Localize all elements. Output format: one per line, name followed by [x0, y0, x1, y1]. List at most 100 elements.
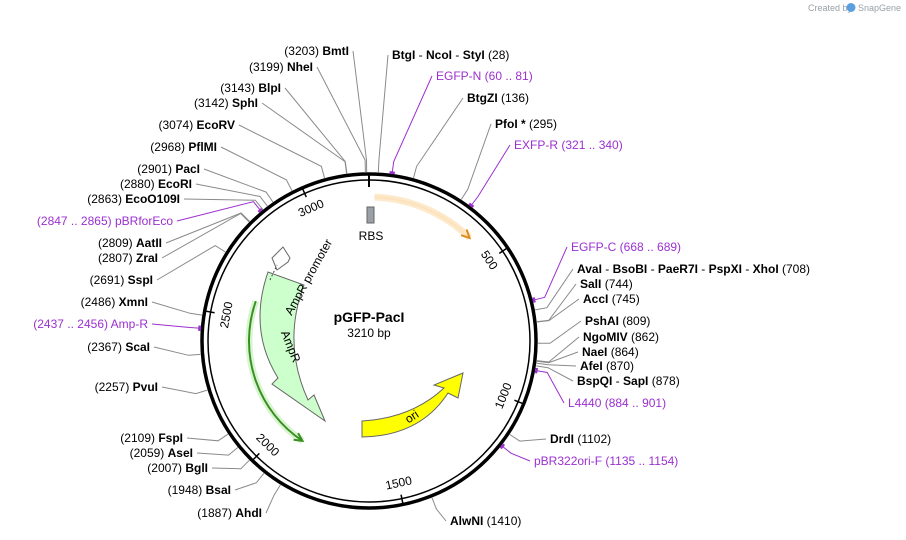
- site-label-part: -: [647, 262, 658, 276]
- site-label-part: Amp-R: [111, 317, 149, 331]
- site-xmni[interactable]: (2486) XmnI: [81, 295, 203, 316]
- site-connector: [234, 472, 265, 491]
- snapgene-logo-icon: [846, 3, 856, 12]
- site-pflmi[interactable]: (2968) PflMI: [150, 140, 293, 191]
- site-label-part: AatII: [136, 236, 162, 250]
- site-label-nhei: (3199) NheI: [249, 60, 313, 74]
- ampr-arrow[interactable]: [259, 271, 327, 423]
- site-connector: [536, 362, 577, 367]
- site-egfp-n[interactable]: EGFP-N (60 .. 81): [389, 69, 533, 175]
- site-label-part: L4440: [568, 396, 602, 410]
- site-l4440[interactable]: L4440 (884 .. 901): [534, 367, 666, 410]
- features: RBS ori AmpR AmpR promoter pGFP-PacI 321…: [245, 193, 473, 444]
- site-connector: [165, 212, 250, 244]
- site-label-part: (136): [498, 91, 529, 105]
- site-pfoi[interactable]: PfoI * (295): [460, 117, 557, 200]
- site-alwni[interactable]: AlwNI (1410): [431, 497, 521, 528]
- site-bmti[interactable]: (3203) BmtI: [284, 44, 368, 173]
- orange-feature-arc[interactable]: [374, 195, 471, 239]
- site-label-part: BglI: [185, 461, 208, 475]
- site-ecorv[interactable]: (3074) EcoRV: [159, 118, 325, 179]
- site-ahdi[interactable]: (1887) AhdI: [197, 484, 281, 520]
- site-ecori[interactable]: (2880) EcoRI: [120, 177, 268, 207]
- ori-arrow[interactable]: [361, 372, 464, 438]
- site-label-part: -: [602, 262, 613, 276]
- site-connector: [153, 346, 201, 356]
- site-label-part: PshAI: [585, 314, 619, 328]
- site-paci[interactable]: (2901) PacI: [137, 162, 274, 203]
- site-afei[interactable]: AfeI (870): [536, 359, 635, 373]
- site-label-part: PspXI: [709, 262, 742, 276]
- site-btgi[interactable]: BtgI - NcoI - StyI (28): [377, 48, 509, 173]
- site-label-part: (744): [601, 277, 632, 291]
- site-egfp-c[interactable]: EGFP-C (668 .. 689): [532, 240, 681, 303]
- site-label-asei: (2059) AseI: [130, 446, 193, 460]
- site-pshai[interactable]: PshAI (809): [537, 314, 650, 344]
- site-bgli[interactable]: (2007) BglI: [147, 459, 250, 475]
- site-sspi[interactable]: (2691) SspI: [90, 245, 226, 287]
- site-pbr322ori-f[interactable]: pBR322ori-F (1135 .. 1154): [499, 443, 679, 468]
- site-label-part: (884 .. 901): [601, 396, 666, 410]
- site-label-exfp-r: EXFP-R (321 .. 340): [514, 138, 623, 152]
- site-label-bmti: (3203) BmtI: [284, 44, 349, 58]
- site-blpi[interactable]: (3143) BlpI: [220, 81, 348, 174]
- rbs-box[interactable]: [366, 206, 375, 224]
- site-amp-r[interactable]: (2437 .. 2456) Amp-R: [33, 317, 201, 331]
- site-connector: [151, 323, 201, 329]
- tick-mark-1000: [514, 399, 524, 405]
- ampr-arc-arrowhead: [293, 432, 305, 443]
- site-label-alwni: AlwNI (1410): [450, 514, 521, 528]
- site-nhei[interactable]: (3199) NheI: [249, 60, 366, 173]
- site-fspi[interactable]: (2109) FspI: [120, 431, 229, 445]
- site-label-bgli: (2007) BglI: [147, 461, 208, 475]
- site-label-ahdi: (1887) AhdI: [197, 506, 262, 520]
- site-acci[interactable]: AccI (745): [536, 292, 640, 323]
- site-label-part: (1948): [168, 483, 206, 497]
- site-label-acci: AccI (745): [583, 292, 640, 306]
- site-label-part: AccI: [583, 292, 608, 306]
- site-label-btgi: BtgI - NcoI - StyI (28): [392, 48, 509, 62]
- site-label-paci: (2901) PacI: [137, 162, 200, 176]
- site-naei[interactable]: NaeI (864): [536, 345, 639, 364]
- site-connector: [535, 268, 574, 311]
- site-label-part: BspQI: [577, 374, 612, 388]
- site-bspqi[interactable]: BspQI - SapI (878): [536, 365, 680, 388]
- site-label-part: (2367): [87, 340, 125, 354]
- site-label-part: BsoBI: [613, 262, 648, 276]
- ampr-promoter-dotted-line: [269, 264, 278, 281]
- site-connector: [211, 459, 250, 470]
- ampr-promoter-arrow[interactable]: [271, 246, 291, 271]
- site-label-part: (1102): [574, 432, 611, 446]
- site-pvui[interactable]: (2257) PvuI: [95, 380, 208, 395]
- site-label-zrai: (2807) ZraI: [98, 251, 158, 265]
- site-ngomiv[interactable]: NgoMIV (862): [536, 330, 659, 363]
- site-label-part: SphI: [232, 96, 258, 110]
- site-zrai[interactable]: (2807) ZraI: [98, 212, 250, 266]
- site-pbrforeco[interactable]: (2847 .. 2865) pBRforEco: [37, 201, 264, 228]
- primer-binding-mark: [468, 202, 475, 208]
- plasmid-name: pGFP-PacI: [334, 309, 405, 325]
- site-label-pshai: PshAI (809): [585, 314, 650, 328]
- site-label-part: StyI: [463, 48, 485, 62]
- site-connector: [196, 447, 239, 456]
- site-aatii[interactable]: (2809) AatII: [98, 212, 250, 250]
- site-asei[interactable]: (2059) AseI: [130, 446, 239, 460]
- site-label-part: pBRforEco: [115, 214, 173, 228]
- site-label-pflmi: (2968) PflMI: [150, 140, 217, 154]
- site-btgzi[interactable]: BtgZI (136): [413, 91, 530, 179]
- primer-binding-mark: [534, 367, 539, 374]
- ampr-arc[interactable]: [248, 300, 304, 442]
- site-label-drdi: DrdI (1102): [550, 432, 611, 446]
- site-label-part: BsaI: [206, 483, 231, 497]
- site-label-sphi: (3142) SphI: [194, 96, 258, 110]
- site-scai[interactable]: (2367) ScaI: [87, 340, 201, 356]
- site-label-part: BlpI: [258, 81, 281, 95]
- site-exfp-r[interactable]: EXFP-R (321 .. 340): [468, 138, 623, 208]
- site-label-afei: AfeI (870): [580, 359, 634, 373]
- site-ecoo109i[interactable]: (2863) EcoO109I: [87, 192, 264, 210]
- site-connector: [537, 320, 582, 344]
- site-label-part: EcoRV: [197, 118, 235, 132]
- site-bsai[interactable]: (1948) BsaI: [168, 472, 265, 497]
- site-avai[interactable]: AvaI - BsoBI - PaeR7I - PspXI - XhoI (70…: [535, 262, 810, 311]
- site-drdi[interactable]: DrdI (1102): [509, 432, 611, 446]
